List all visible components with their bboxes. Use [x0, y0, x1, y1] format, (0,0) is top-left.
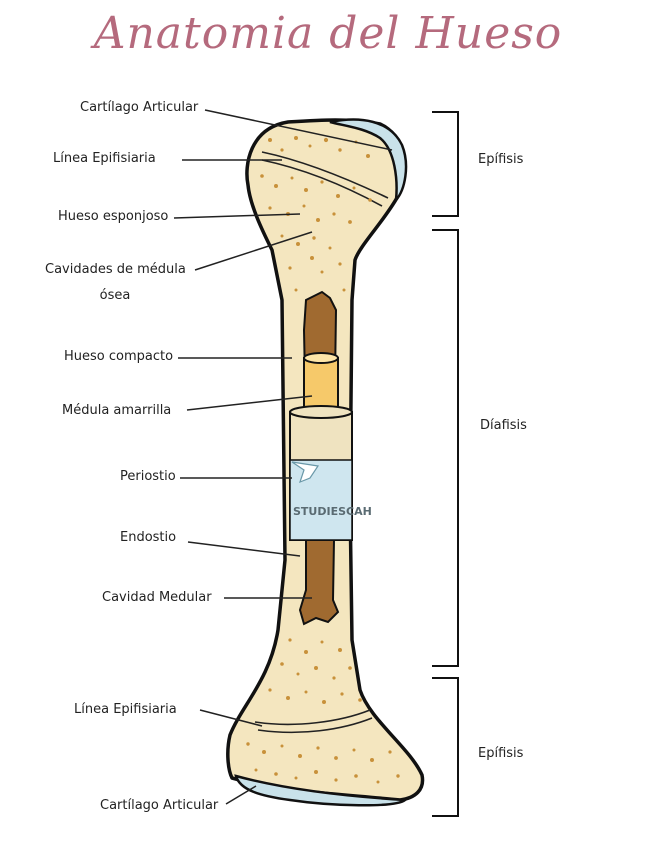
leader-lines	[173, 109, 393, 805]
region-epifisis-top: Epífisis	[478, 152, 524, 167]
periosteum-inner	[289, 459, 353, 541]
spongy-bone-texture	[246, 136, 400, 784]
top-cartilage	[329, 118, 408, 204]
bottom-cartilage	[234, 774, 409, 807]
label-cavidades-medula-line2: ósea	[99, 288, 131, 303]
label-cavidad-medular: Cavidad Medular	[102, 590, 212, 605]
region-diafisis: Díafisis	[480, 418, 527, 433]
label-linea-epifisiaria-bottom: Línea Epifisiaria	[74, 702, 177, 717]
label-cartilago-articular-bottom: Cartílago Articular	[100, 798, 219, 813]
label-periostio: Periostio	[120, 469, 176, 484]
label-hueso-esponjoso: Hueso esponjoso	[58, 209, 169, 224]
label-linea-epifisiaria-top: Línea Epifisiaria	[53, 151, 156, 166]
label-hueso-compacto: Hueso compacto	[64, 349, 174, 364]
bottom-epiphyseal-line	[254, 709, 371, 726]
diagram-title: Anatomia del Hueso	[93, 8, 563, 59]
top-epiphyseal-line	[261, 151, 389, 199]
label-endostio: Endostio	[120, 530, 177, 545]
label-medula-amarilla: Médula amarrilla	[62, 403, 172, 418]
region-brackets	[432, 111, 459, 817]
watermark: STUDIESCAH	[293, 505, 372, 518]
label-cartilago-articular-top: Cartílago Articular	[80, 100, 199, 115]
region-epifisis-bottom: Epífisis	[478, 746, 524, 761]
label-cavidades-medula: Cavidades de médula	[45, 262, 186, 277]
